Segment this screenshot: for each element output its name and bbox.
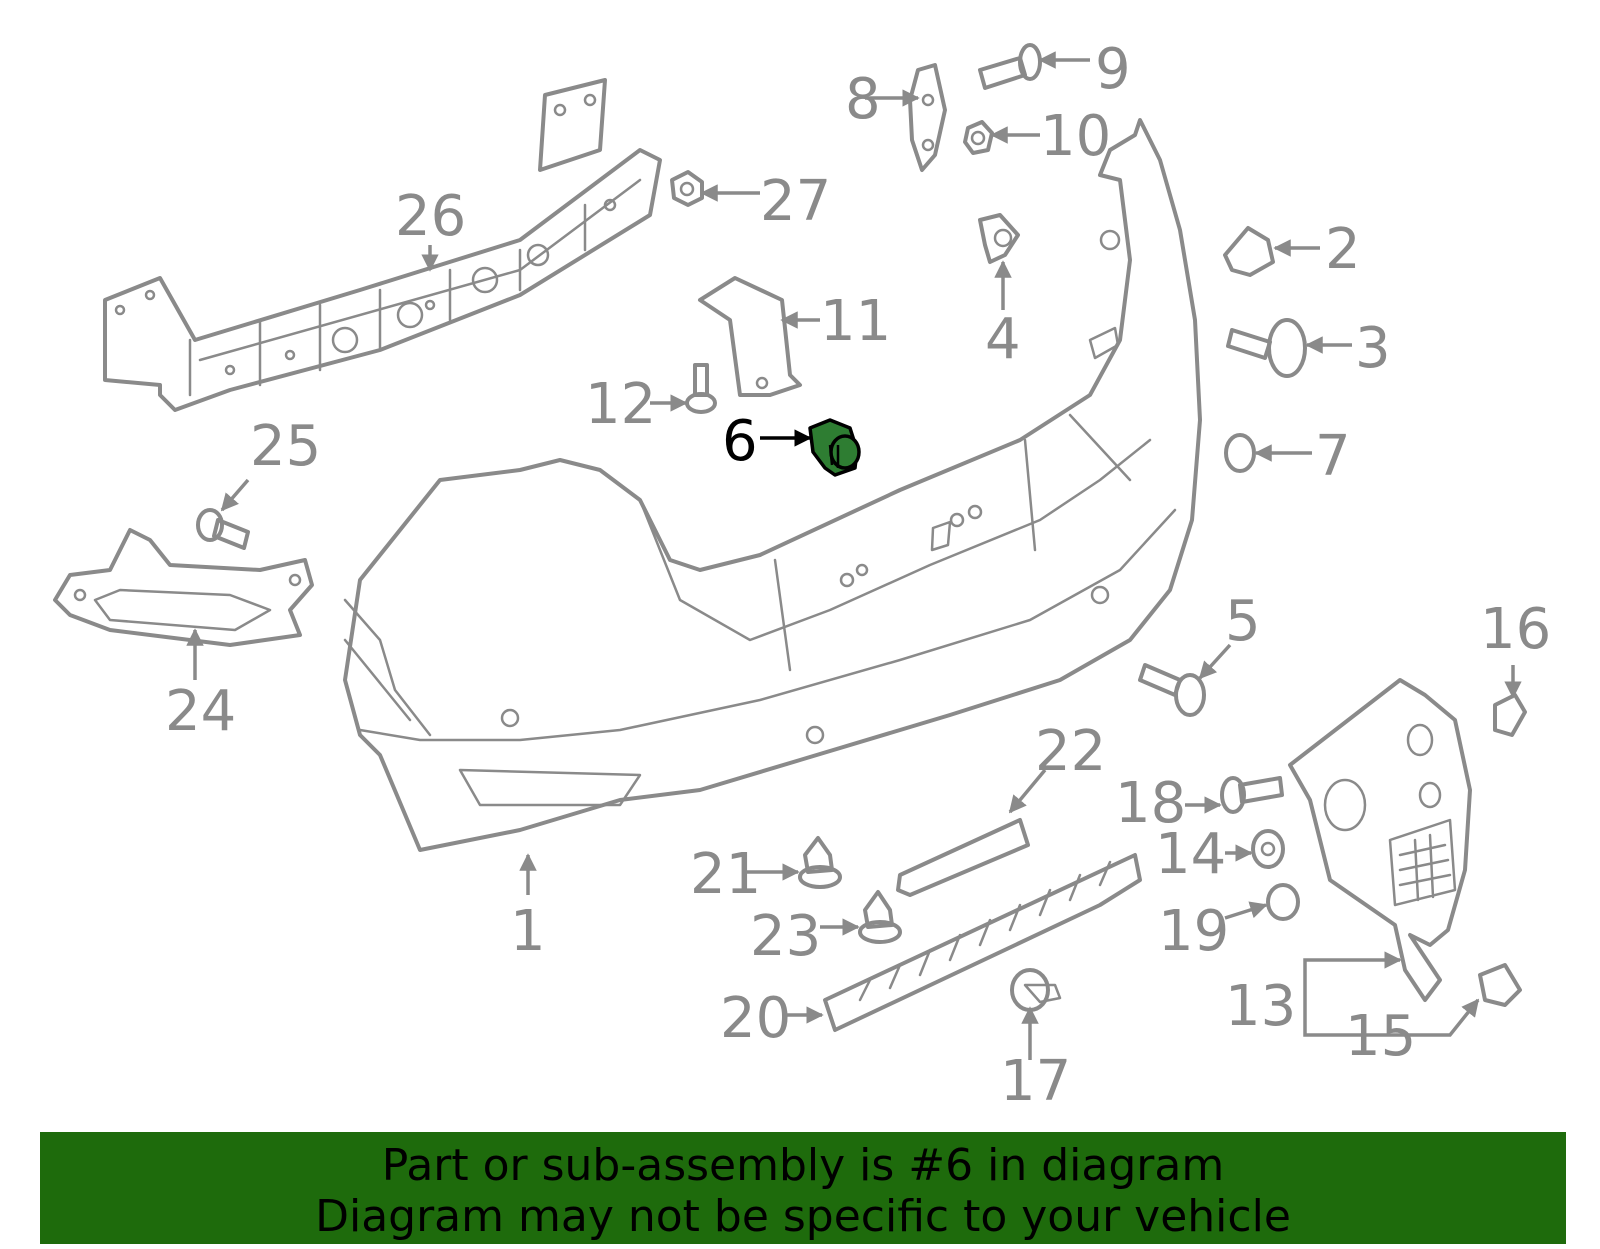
- callout-7: 7: [1315, 424, 1351, 489]
- part-6-parking-sensor[interactable]: [808, 418, 861, 477]
- callout-8: 8: [845, 67, 881, 132]
- part-10-nut: [963, 120, 994, 155]
- part-11-bracket: [698, 276, 802, 397]
- callout-11: 11: [820, 289, 891, 354]
- part-7-o-ring: [1224, 433, 1256, 473]
- callout-2: 2: [1325, 217, 1361, 282]
- callout-3: 3: [1355, 316, 1391, 381]
- callout-23: 23: [750, 904, 821, 969]
- part-14-washer: [1251, 829, 1285, 869]
- notice-banner: Part or sub-assembly is #6 in diagram Di…: [40, 1132, 1566, 1244]
- part-26-reinforcement-bar: [103, 78, 662, 412]
- callout-14: 14: [1155, 822, 1226, 887]
- callout-21: 21: [690, 842, 761, 907]
- part-12-bolt: [685, 363, 717, 414]
- callout-13: 13: [1225, 974, 1296, 1039]
- part-17-push-clip: [1010, 968, 1062, 1012]
- part-20-lower-guard: [823, 853, 1142, 1032]
- part-23-push-clip: [858, 890, 902, 944]
- part-24-reflector: [53, 528, 314, 647]
- part-22-reflector: [896, 818, 1030, 897]
- callout-26: 26: [395, 184, 466, 249]
- callout-10: 10: [1040, 104, 1111, 169]
- callout-22: 22: [1035, 719, 1106, 784]
- part-18-bolt: [1220, 776, 1284, 814]
- notice-line-1: Part or sub-assembly is #6 in diagram: [381, 1140, 1225, 1191]
- part-15-clip: [1478, 963, 1522, 1007]
- part-5-bolt: [1138, 663, 1206, 717]
- callout-18: 18: [1115, 771, 1186, 836]
- callout-12: 12: [585, 372, 656, 437]
- callout-arrows: [186, 51, 1522, 1060]
- callout-19: 19: [1158, 899, 1229, 964]
- callout-24: 24: [165, 679, 236, 744]
- part-16-clip: [1493, 693, 1527, 737]
- part-9-bolt: [978, 43, 1042, 90]
- callout-9: 9: [1095, 37, 1131, 102]
- part-3-bolt: [1226, 318, 1307, 378]
- notice-line-2: Diagram may not be specific to your vehi…: [315, 1191, 1291, 1242]
- callout-5: 5: [1225, 589, 1261, 654]
- callout-15: 15: [1345, 1004, 1416, 1069]
- part-19-plug: [1266, 883, 1300, 921]
- callout-25: 25: [250, 414, 321, 479]
- callout-20: 20: [720, 986, 791, 1051]
- part-1-bumper-cover: [343, 118, 1202, 852]
- callout-16: 16: [1480, 597, 1551, 662]
- callout-1: 1: [510, 899, 546, 964]
- part-27-nut: [670, 170, 704, 207]
- part-21-push-clip: [798, 836, 842, 889]
- callout-17: 17: [1000, 1049, 1071, 1114]
- callout-27: 27: [760, 169, 831, 234]
- part-8-bracket: [908, 63, 947, 172]
- callout-4: 4: [985, 307, 1021, 372]
- part-2-clip: [1223, 226, 1275, 277]
- part-13-side-bracket: [1288, 678, 1472, 1002]
- callout-labels: 26 27 8 9 10 4 2 3 7 11 12 6 25 24 1 5 1…: [165, 37, 1551, 1114]
- part-25-bolt: [196, 508, 250, 550]
- callout-6: 6: [722, 409, 758, 474]
- part-4-retainer: [978, 213, 1020, 264]
